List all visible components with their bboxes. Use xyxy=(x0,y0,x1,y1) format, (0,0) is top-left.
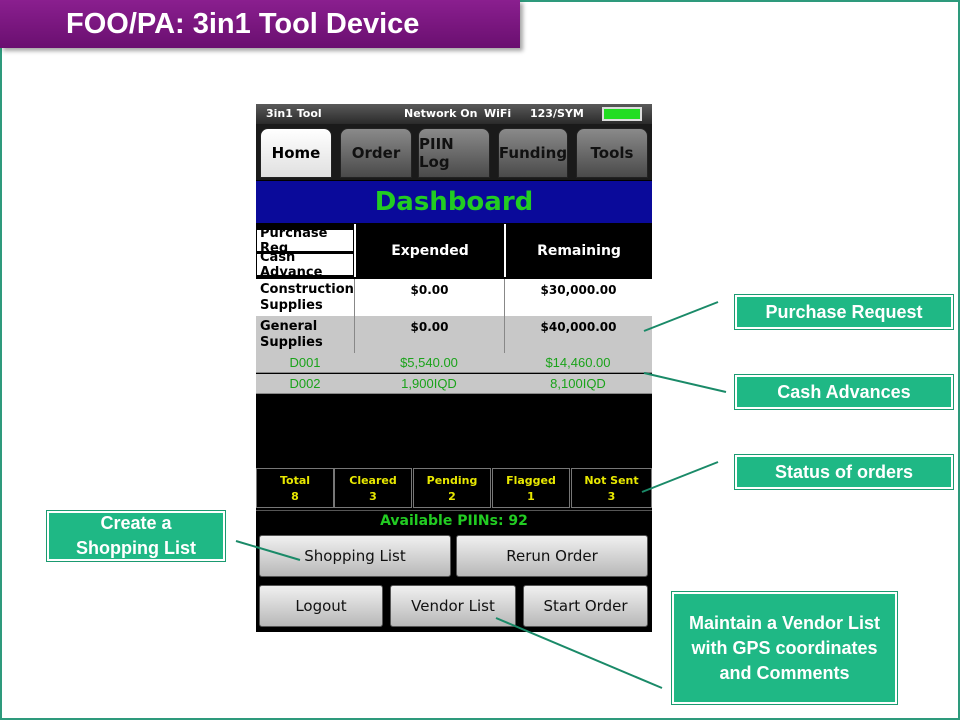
available-piins: Available PIINs: 92 xyxy=(256,510,652,532)
remaining-header: Remaining xyxy=(504,224,652,277)
row-remaining: $40,000.00 xyxy=(504,316,652,353)
tab-order[interactable]: Order xyxy=(340,128,412,178)
table-row[interactable]: Construction Supplies $0.00 $30,000.00 xyxy=(256,279,652,316)
expended-header: Expended xyxy=(354,224,504,277)
wifi-status: WiFi xyxy=(484,107,512,120)
purchase-req-header: Purchase Req xyxy=(256,226,354,256)
advance-id: D002 xyxy=(289,376,321,391)
advance-expended: 1,900IQD xyxy=(401,376,457,391)
advance-remaining: $14,460.00 xyxy=(545,355,611,370)
row-remaining: $30,000.00 xyxy=(504,279,652,316)
status-label: Flagged xyxy=(506,474,556,487)
callout-vendor-list: Maintain a Vendor List with GPS coordina… xyxy=(671,591,898,705)
status-count: 2 xyxy=(448,490,456,503)
status-count: 8 xyxy=(291,490,299,503)
device-screen: 3in1 Tool Network On WiFi 123/SYM Home O… xyxy=(256,104,652,632)
slide-title: FOO/PA: 3in1 Tool Device xyxy=(0,0,520,48)
advance-remaining: 8,100IQD xyxy=(550,376,606,391)
start-order-button[interactable]: Start Order xyxy=(523,585,648,627)
dashboard-title: Dashboard xyxy=(256,181,652,223)
status-label: Pending xyxy=(426,474,478,487)
status-label: Total xyxy=(279,474,311,487)
advance-expended: $5,540.00 xyxy=(400,355,458,370)
shopping-list-button[interactable]: Shopping List xyxy=(259,535,451,577)
callout-purchase-request: Purchase Request xyxy=(734,294,954,330)
status-cleared[interactable]: Cleared 3 xyxy=(334,468,412,508)
callout-status-of-orders: Status of orders xyxy=(734,454,954,490)
row-expended: $0.00 xyxy=(354,316,504,353)
input-mode: 123/SYM xyxy=(530,107,584,120)
tab-tools[interactable]: Tools xyxy=(576,128,648,178)
status-label: Cleared xyxy=(349,474,397,487)
cash-advance-row[interactable]: D001 $5,540.00 $14,460.00 xyxy=(256,353,652,373)
order-status-row: Total 8 Cleared 3 Pending 2 Flagged 1 No… xyxy=(256,468,652,508)
row-expended: $0.00 xyxy=(354,279,504,316)
cash-advance-row[interactable]: D002 1,900IQD 8,100IQD xyxy=(256,374,652,394)
status-flagged[interactable]: Flagged 1 xyxy=(492,468,570,508)
callout-cash-advances: Cash Advances xyxy=(734,374,954,410)
table-row[interactable]: General Supplies $0.00 $40,000.00 xyxy=(256,316,652,353)
vendor-list-button[interactable]: Vendor List xyxy=(390,585,516,627)
tab-home[interactable]: Home xyxy=(260,128,332,178)
tab-piin-log[interactable]: PIIN Log xyxy=(418,128,490,178)
status-pending[interactable]: Pending 2 xyxy=(413,468,491,508)
status-count: 1 xyxy=(527,490,535,503)
status-count: 3 xyxy=(369,490,377,503)
row-name: Construction Supplies xyxy=(260,282,354,313)
logout-button[interactable]: Logout xyxy=(259,585,383,627)
status-count: 3 xyxy=(607,490,616,503)
tab-bar: Home Order PIIN Log Funding Tools xyxy=(256,124,652,180)
network-status: Network On xyxy=(404,107,478,120)
status-total[interactable]: Total 8 xyxy=(256,468,334,508)
status-label: Not Sent xyxy=(584,474,639,487)
rerun-order-button[interactable]: Rerun Order xyxy=(456,535,648,577)
callout-shopping-list: Create a Shopping List xyxy=(46,510,226,562)
row-name: General Supplies xyxy=(260,319,323,350)
status-bar: 3in1 Tool Network On WiFi 123/SYM xyxy=(256,104,652,124)
battery-icon xyxy=(602,107,642,121)
status-not-sent[interactable]: Not Sent 3 xyxy=(571,468,652,508)
cash-advance-header: Cash Advance xyxy=(256,250,354,280)
advance-id: D001 xyxy=(289,355,321,370)
app-name-label: 3in1 Tool xyxy=(266,107,322,120)
tab-funding[interactable]: Funding xyxy=(498,128,568,178)
